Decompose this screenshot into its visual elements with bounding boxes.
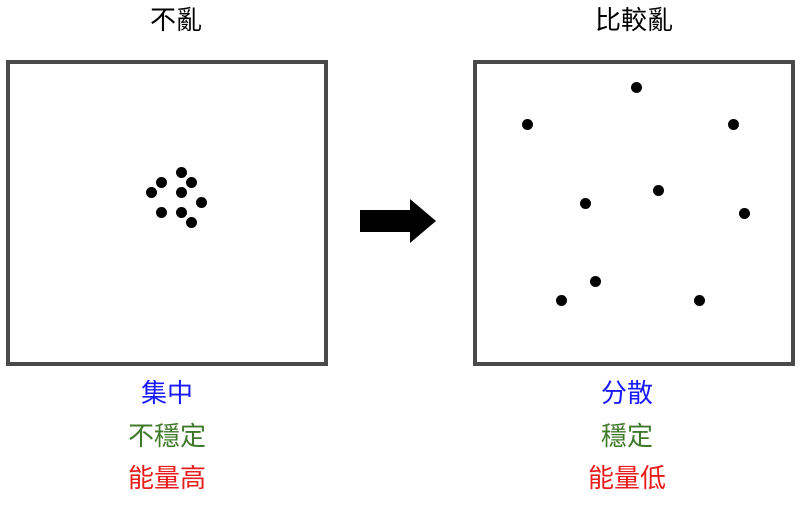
right-arrow-shape bbox=[360, 199, 436, 243]
particle bbox=[186, 177, 197, 188]
left-label-unstable: 不穩定 bbox=[127, 422, 206, 452]
particle bbox=[176, 207, 187, 218]
particle bbox=[176, 187, 187, 198]
particle bbox=[146, 187, 157, 198]
particle bbox=[522, 119, 533, 130]
particle bbox=[653, 185, 664, 196]
particle bbox=[196, 197, 207, 208]
particle bbox=[728, 119, 739, 130]
right-panel-title: 比較亂 bbox=[594, 6, 673, 36]
right-label-stable: 穩定 bbox=[600, 422, 653, 452]
particle bbox=[590, 276, 601, 287]
left-panel-title: 不亂 bbox=[149, 6, 202, 36]
left-panel-box bbox=[6, 60, 328, 366]
particle bbox=[694, 295, 705, 306]
right-label-low-energy: 能量低 bbox=[587, 464, 666, 494]
particle bbox=[580, 198, 591, 209]
particle bbox=[176, 167, 187, 178]
right-panel-box bbox=[473, 60, 795, 366]
particle bbox=[156, 207, 167, 218]
left-label-concentrated: 集中 bbox=[140, 379, 193, 409]
particle bbox=[739, 208, 750, 219]
particle bbox=[186, 217, 197, 228]
particle bbox=[631, 82, 642, 93]
left-label-high-energy: 能量高 bbox=[127, 464, 206, 494]
particle bbox=[556, 295, 567, 306]
right-label-dispersed: 分散 bbox=[600, 379, 653, 409]
right-arrow-icon bbox=[360, 199, 436, 243]
particle bbox=[156, 177, 167, 188]
